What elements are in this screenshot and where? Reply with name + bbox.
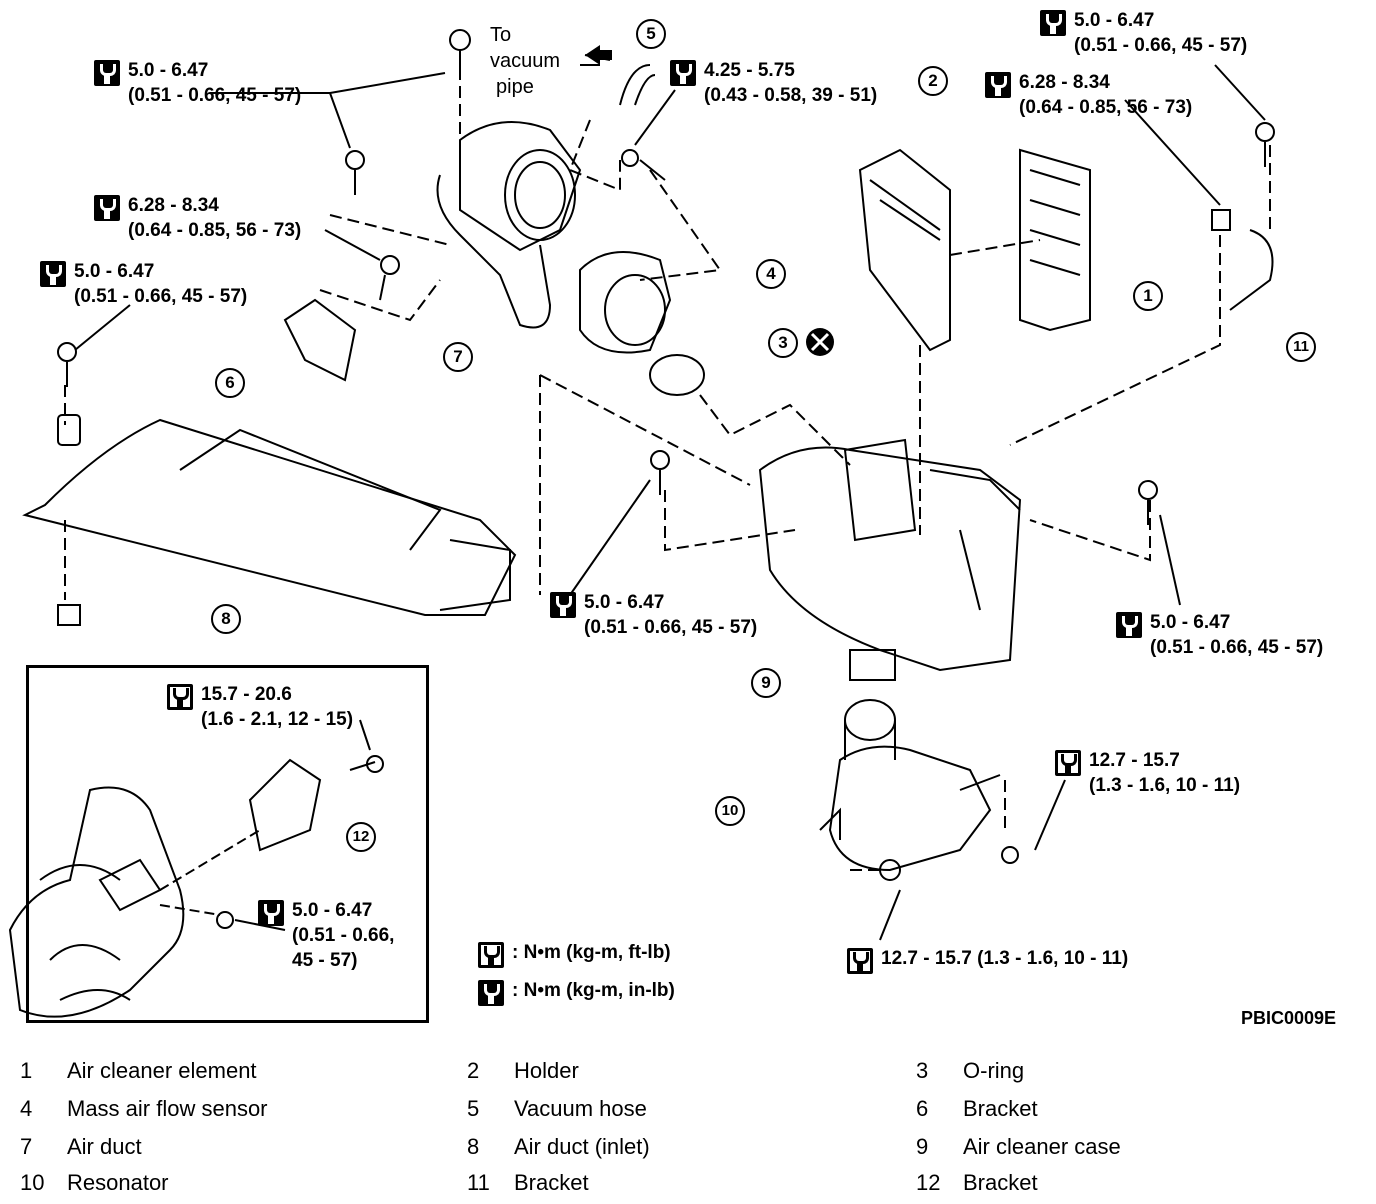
o-ring-drawing	[649, 354, 705, 396]
spec-value: 5.0 - 6.47	[292, 900, 373, 921]
callout-9: 9	[751, 668, 781, 698]
note-line: vacuum	[490, 50, 561, 72]
legend-name: Air duct	[67, 1134, 142, 1159]
torque-in-lb-icon	[985, 72, 1011, 98]
spec-value: 12.7 - 15.7 (1.3 - 1.6, 10 - 11)	[881, 948, 1129, 969]
spec-value: 5.0 - 6.47	[128, 60, 209, 81]
legend-num: 1	[20, 1058, 33, 1083]
figure-code: PBIC0009E	[1241, 1008, 1337, 1028]
legend-name: Bracket	[963, 1170, 1038, 1195]
spec-value: 12.7 - 15.7	[1089, 750, 1180, 771]
resonator-drawing	[819, 699, 1001, 872]
legend-name: Resonator	[67, 1170, 169, 1195]
legend-num: 6	[916, 1096, 929, 1121]
legend-num: 2	[467, 1058, 480, 1083]
spec-value: 5.0 - 6.47	[74, 261, 155, 282]
legend-name: O-ring	[963, 1058, 1025, 1083]
spec-value: 6.28 - 8.34	[128, 195, 219, 216]
spec-sub: (0.64 - 0.85, 56 - 73)	[1019, 97, 1193, 118]
spec-sub: (1.6 - 2.1, 12 - 15)	[201, 709, 354, 730]
legend-name: Mass air flow sensor	[67, 1096, 268, 1121]
air-duct-inlet-drawing	[22, 418, 517, 616]
legend-name: Bracket	[514, 1170, 589, 1195]
torque-ft-lb-icon	[167, 684, 193, 710]
spec-value: 6.28 - 8.34	[1019, 72, 1110, 93]
torque-in-lb-icon	[94, 195, 120, 221]
spec-sub: (0.51 - 0.66,	[292, 925, 395, 946]
spec-sub: 45 - 57)	[292, 950, 358, 971]
legend-num: 5	[467, 1096, 480, 1121]
legend-num: 8	[467, 1134, 480, 1159]
legend-num: 12	[916, 1170, 941, 1195]
bracket-6-drawing	[283, 298, 357, 382]
bolt-shapes	[57, 29, 1275, 881]
torque-ft-lb-icon	[847, 948, 873, 974]
bracket-11-drawing	[1229, 229, 1274, 311]
air-duct-drawing	[436, 54, 656, 329]
spec-sub: (0.51 - 0.66, 45 - 57)	[1150, 637, 1324, 658]
spec-sub: (0.51 - 0.66, 45 - 57)	[74, 286, 248, 307]
callout-3: 3	[768, 328, 798, 358]
torque-in-lb-icon	[258, 900, 284, 926]
legend-name: Vacuum hose	[514, 1096, 647, 1121]
legend-num: 4	[20, 1096, 33, 1121]
torque-in-lb-icon	[1116, 612, 1142, 638]
grommet-drawing	[57, 414, 81, 446]
callout-11: 11	[1286, 332, 1316, 362]
spec-value: 4.25 - 5.75	[704, 60, 795, 81]
legend-num: 11	[467, 1170, 490, 1195]
callout-1: 1	[1133, 281, 1163, 311]
spec-sub: (0.51 - 0.66, 45 - 57)	[584, 617, 758, 638]
spec-sub: (0.51 - 0.66, 45 - 57)	[128, 85, 302, 106]
callout-6: 6	[215, 368, 245, 398]
callout-8: 8	[211, 604, 241, 634]
callout-4: 4	[756, 259, 786, 289]
note-line: To	[490, 24, 512, 46]
callout-12: 12	[346, 822, 376, 852]
vacuum-pipe-note: To vacuum pipe	[490, 22, 560, 100]
torque-in-lb-icon	[478, 980, 504, 1006]
spec-value: 5.0 - 6.47	[584, 592, 665, 613]
key-ft-lb-text: : N•m (kg-m, ft-lb)	[512, 942, 671, 963]
legend-name: Holder	[514, 1058, 579, 1083]
torque-ft-lb-icon	[478, 942, 504, 968]
torque-in-lb-icon	[550, 592, 576, 618]
holder-drawing	[858, 148, 951, 352]
maf-sensor-drawing	[579, 251, 672, 354]
callout-10: 10	[715, 796, 745, 826]
filter-element-drawing	[1019, 148, 1091, 332]
torque-in-lb-icon	[1040, 10, 1066, 36]
legend-num: 10	[20, 1170, 45, 1195]
callout-2: 2	[918, 66, 948, 96]
arrow-to-vacuum-pipe	[585, 45, 612, 65]
note-line: pipe	[496, 76, 534, 98]
spec-sub: (0.64 - 0.85, 56 - 73)	[128, 220, 302, 241]
inset-air-duct-drawing	[8, 755, 384, 1018]
legend-name: Air cleaner case	[963, 1134, 1121, 1159]
torque-ft-lb-icon	[1055, 750, 1081, 776]
spec-value: 5.0 - 6.47	[1074, 10, 1155, 31]
inset-frame	[26, 665, 429, 1023]
spec-sub: (0.51 - 0.66, 45 - 57)	[1074, 35, 1248, 56]
legend-num: 7	[20, 1134, 33, 1159]
spec-sub: (1.3 - 1.6, 10 - 11)	[1089, 775, 1241, 796]
callout-5: 5	[636, 19, 666, 49]
torque-in-lb-icon	[40, 261, 66, 287]
spec-value: 5.0 - 6.47	[1150, 612, 1231, 633]
legend-num: 9	[916, 1134, 929, 1159]
legend-name: Bracket	[963, 1096, 1038, 1121]
key-in-lb-text: : N•m (kg-m, in-lb)	[512, 980, 675, 1001]
air-cleaner-case-drawing	[758, 438, 1022, 681]
spec-value: 15.7 - 20.6	[201, 684, 292, 705]
torque-in-lb-icon	[670, 60, 696, 86]
torque-in-lb-icon	[94, 60, 120, 86]
spec-sub: (0.43 - 0.58, 39 - 51)	[704, 85, 878, 106]
legend-num: 3	[916, 1058, 929, 1083]
replace-part-icon	[806, 328, 834, 356]
legend-name: Air cleaner element	[67, 1058, 257, 1083]
callout-7: 7	[443, 342, 473, 372]
legend-name: Air duct (inlet)	[514, 1134, 650, 1159]
